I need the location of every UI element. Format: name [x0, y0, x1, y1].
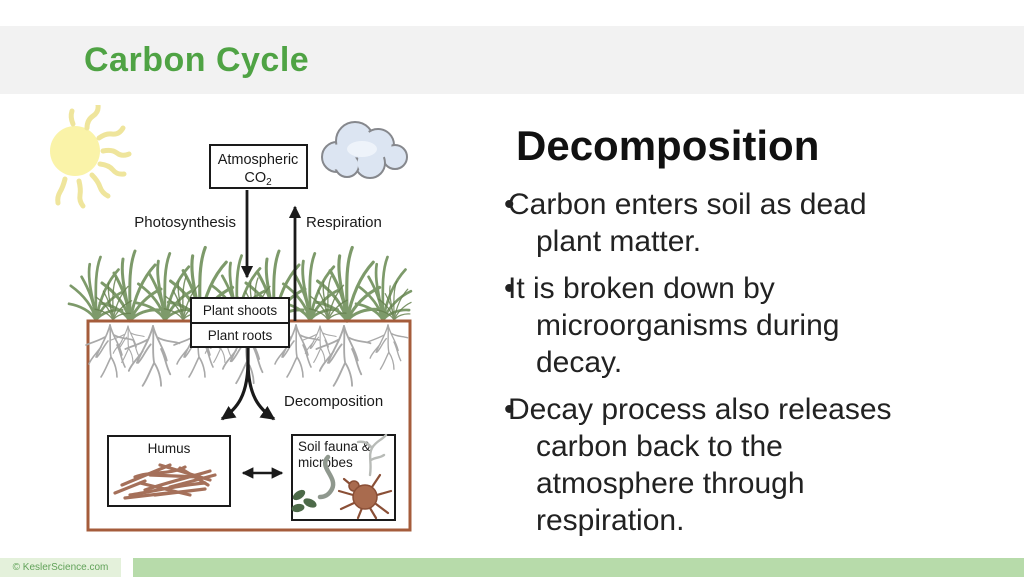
sun-icon — [50, 102, 132, 209]
bullet-marker: • — [504, 188, 515, 222]
footer-accent-bar — [133, 558, 1024, 577]
bullet-text-line: atmosphere through — [536, 467, 805, 501]
plant-roots-label: Plant roots — [208, 328, 273, 343]
bullet-text-line: carbon back to the — [536, 430, 783, 464]
decomposition-arrows — [220, 347, 276, 421]
humus-twigs-illustration — [113, 463, 217, 500]
slide-header: Carbon Cycle — [0, 26, 1024, 94]
humus-label: Humus — [148, 441, 191, 456]
plant-shoots-box: Plant shoots — [190, 297, 290, 324]
bacteria-illustration — [291, 489, 317, 513]
bullet-text-line: decay. — [536, 346, 623, 380]
photosynthesis-label: Photosynthesis — [134, 214, 236, 231]
bullet-item: • Carbon enters soil as dead plant matte… — [492, 186, 997, 260]
hypha-illustration — [356, 433, 388, 477]
content-block: Decomposition • Carbon enters soil as de… — [492, 122, 997, 549]
atmospheric-co2-box: Atmospheric CO2 — [209, 144, 308, 189]
bullet-text-line: Decay process also releases — [508, 393, 892, 427]
bullet-text-line: respiration. — [536, 504, 685, 538]
footer-copyright-bar: © KeslerScience.com — [0, 558, 121, 577]
slide-title: Carbon Cycle — [84, 40, 310, 79]
mite-illustration — [337, 473, 393, 520]
bullet-marker: • — [504, 272, 515, 306]
bullet-item: • It is broken down by microorganisms du… — [492, 270, 997, 381]
footer-copyright-text: © KeslerScience.com — [12, 562, 109, 573]
atmospheric-co2-label-line1: Atmospheric — [218, 152, 299, 168]
atmospheric-co2-label-line2: CO2 — [244, 170, 272, 188]
bullet-text-line: microorganisms during — [536, 309, 840, 343]
decomposition-label: Decomposition — [284, 393, 383, 410]
bullet-list: • Carbon enters soil as dead plant matte… — [492, 186, 997, 539]
bullet-text-line: plant matter. — [536, 225, 702, 259]
soil-fauna-label-line1: Soil fauna & — [298, 439, 371, 454]
worm-illustration — [317, 454, 336, 500]
bullet-item: • Decay process also releases carbon bac… — [492, 391, 997, 539]
soil-fauna-box: Soil fauna & microbes — [291, 433, 396, 521]
content-heading: Decomposition — [516, 122, 820, 169]
cloud-icon — [321, 121, 408, 179]
bullet-text-line: Carbon enters soil as dead — [508, 188, 867, 222]
humus-box: Humus — [107, 435, 231, 507]
plant-roots-box: Plant roots — [190, 322, 290, 348]
respiration-label: Respiration — [306, 214, 382, 231]
bullet-text-line: It is broken down by — [508, 272, 775, 306]
carbon-cycle-diagram: Atmospheric CO2 Photosynthesis Respirati… — [50, 102, 420, 545]
bullet-marker: • — [504, 393, 515, 427]
plant-shoots-label: Plant shoots — [203, 303, 278, 318]
